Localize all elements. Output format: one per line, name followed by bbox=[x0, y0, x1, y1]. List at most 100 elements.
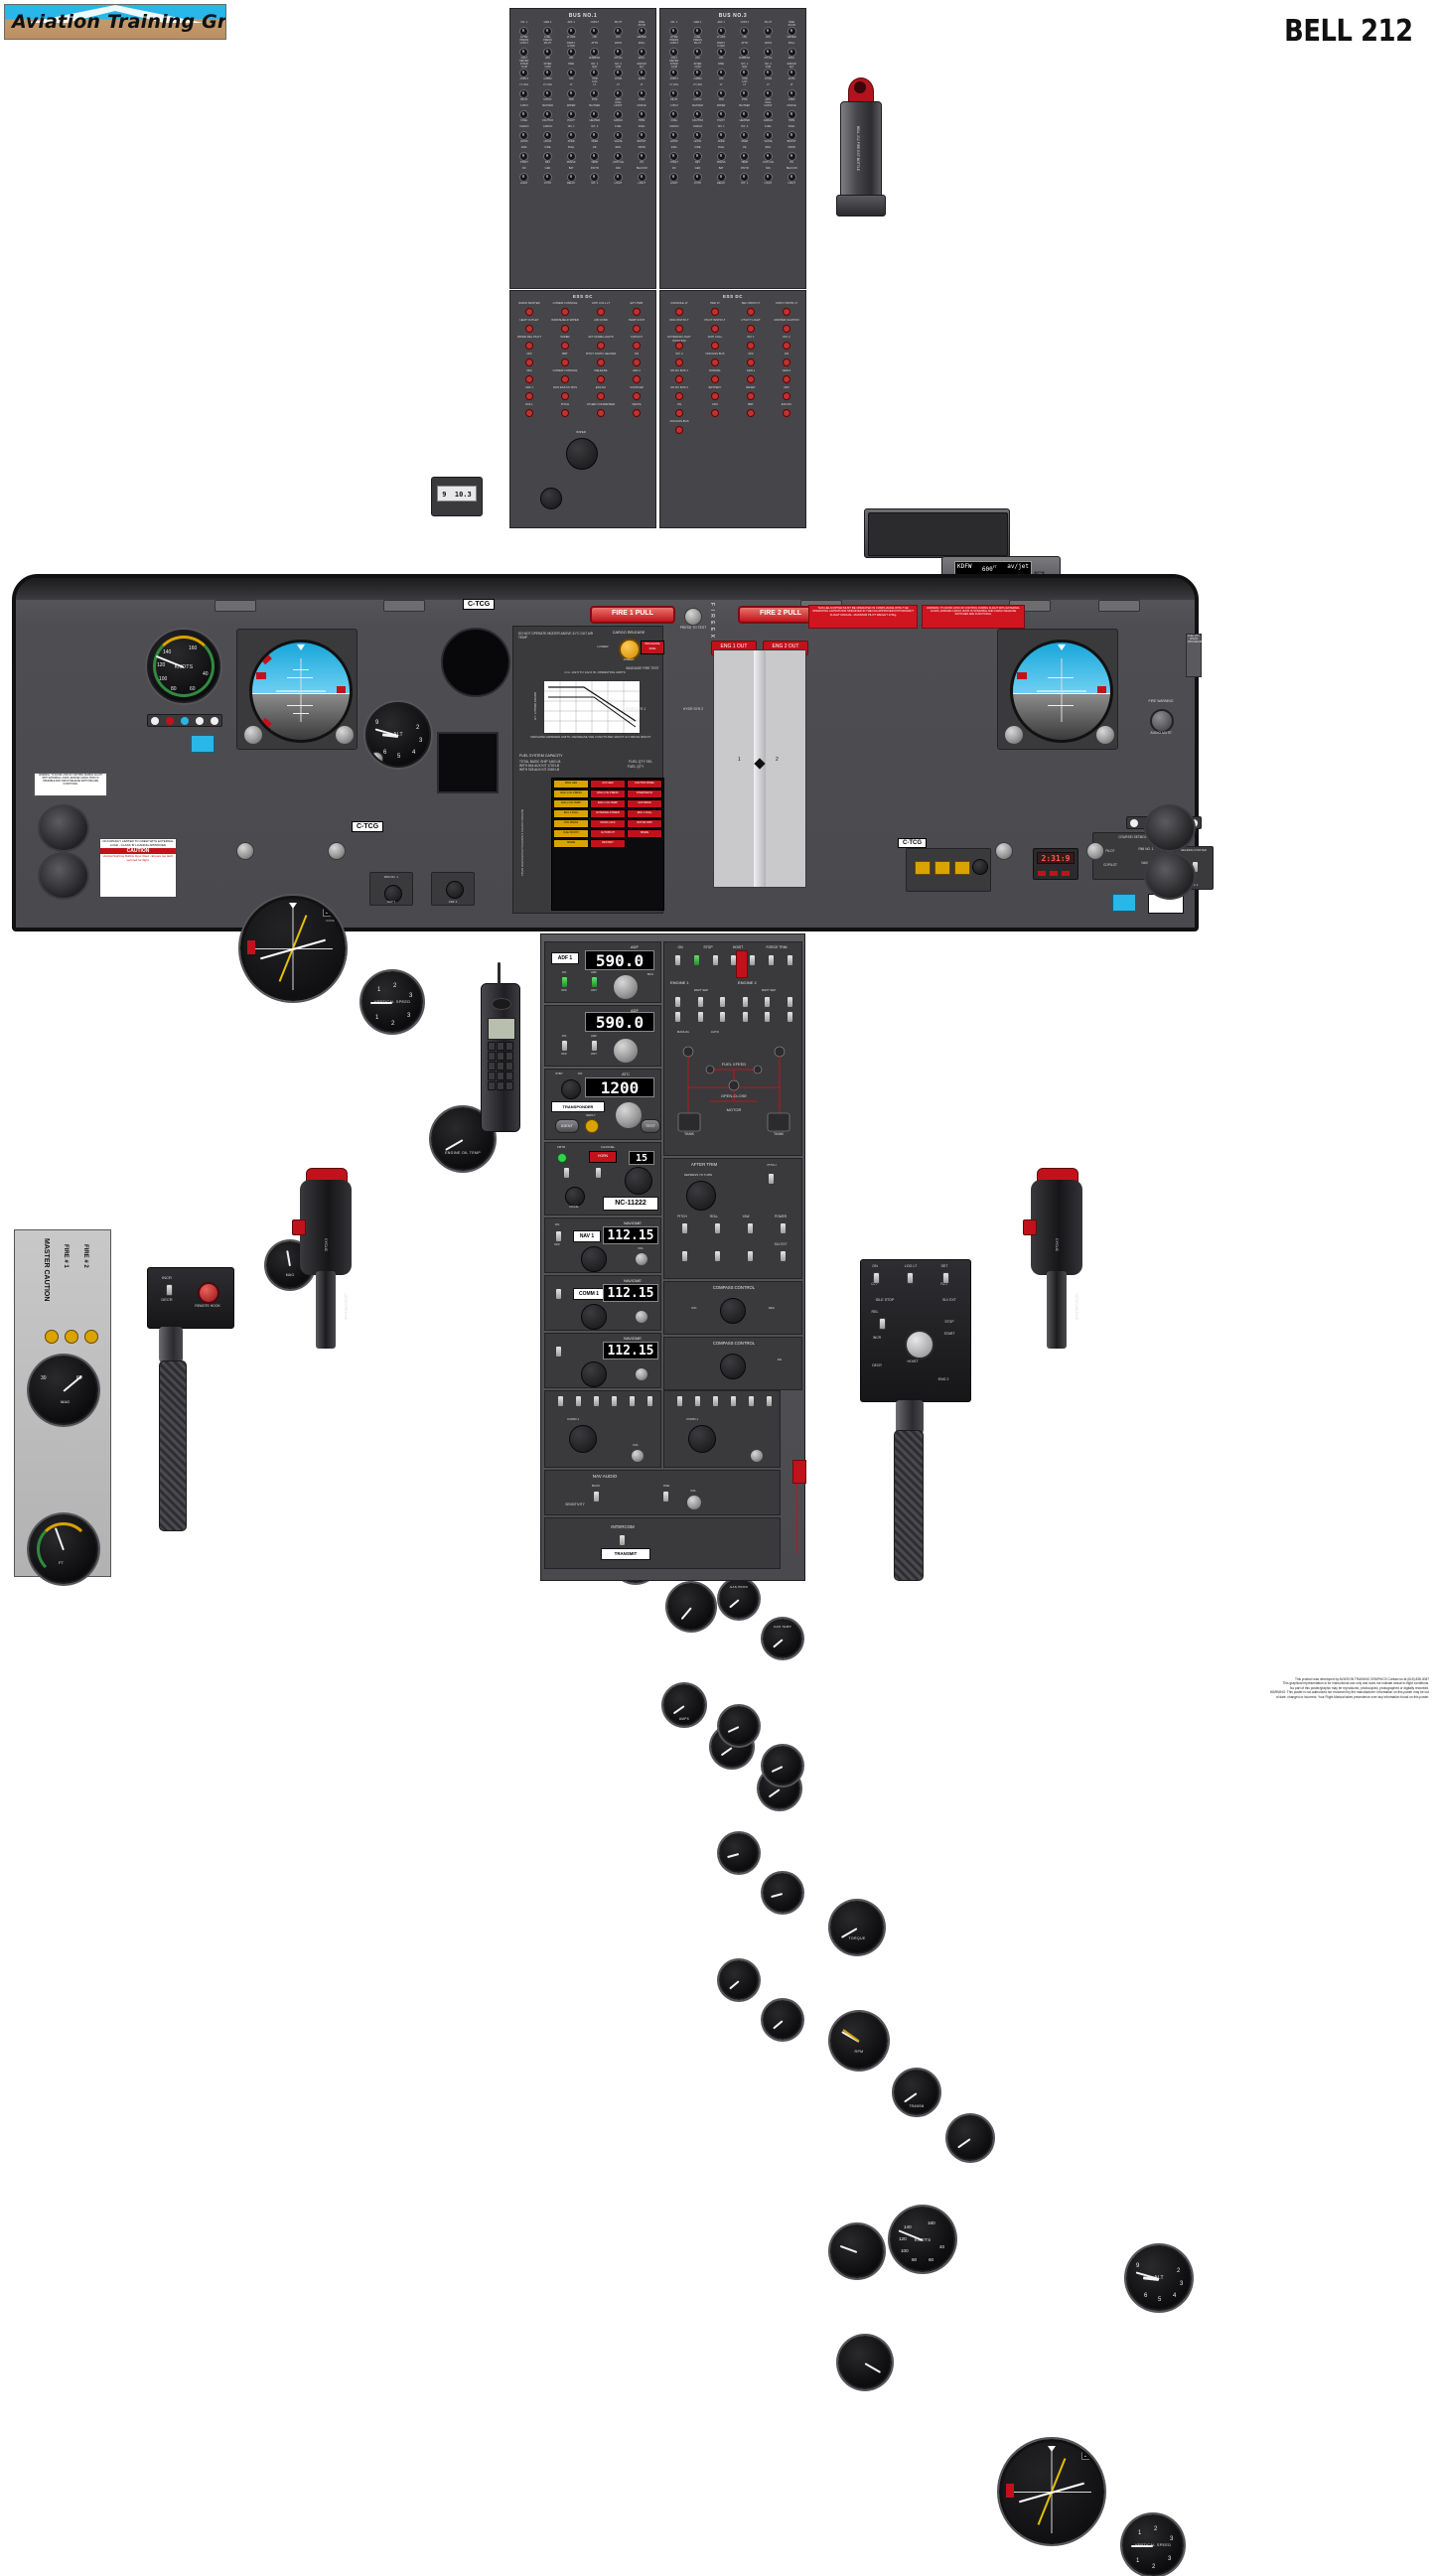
annunciator-red[interactable] bbox=[166, 716, 175, 725]
cb-knob[interactable] bbox=[669, 131, 679, 140]
atc-reply-light[interactable] bbox=[585, 1119, 599, 1133]
overhead-switch-dot[interactable] bbox=[633, 409, 641, 417]
overhead-switch-dot[interactable] bbox=[525, 308, 533, 316]
overhead-switch-dot[interactable] bbox=[747, 375, 755, 383]
overhead-control[interactable]: GEN 2 bbox=[770, 368, 803, 383]
aft-dome-light-knob[interactable] bbox=[540, 488, 562, 509]
cb-knob[interactable] bbox=[763, 48, 773, 57]
adf-1-power-switch[interactable] bbox=[561, 976, 568, 988]
cb-knob[interactable] bbox=[763, 131, 773, 140]
cb-knob[interactable] bbox=[763, 27, 773, 36]
cb-knob[interactable] bbox=[787, 69, 796, 77]
engine-toggle-switch[interactable] bbox=[719, 996, 727, 1008]
overhead-control[interactable]: ON bbox=[662, 402, 696, 417]
compass-2-knob[interactable] bbox=[720, 1354, 746, 1379]
gps-navigator[interactable] bbox=[864, 508, 1010, 558]
overhead-switch-dot[interactable] bbox=[633, 358, 641, 366]
cb-knob[interactable] bbox=[763, 173, 773, 182]
cb-knob[interactable] bbox=[590, 131, 600, 140]
overhead-control[interactable]: BRT bbox=[548, 352, 582, 366]
engine-toggle-switch[interactable] bbox=[741, 1011, 749, 1023]
cb-knob[interactable] bbox=[637, 131, 646, 140]
cb-knob[interactable] bbox=[716, 48, 726, 57]
compass-1-knob[interactable] bbox=[720, 1298, 746, 1324]
overhead-control[interactable]: WIPER REL PILOT bbox=[512, 335, 546, 350]
cb-knob[interactable] bbox=[566, 89, 576, 98]
subpanel-amber-1[interactable] bbox=[915, 861, 931, 875]
overhead-control[interactable]: ADF 1 bbox=[512, 385, 546, 400]
cb-knob[interactable] bbox=[787, 173, 796, 182]
audio-panel-right[interactable]: COMM 1 bbox=[663, 1390, 781, 1468]
phone-key[interactable] bbox=[497, 1081, 504, 1090]
overhead-control[interactable]: DNG INSTR LT bbox=[662, 318, 696, 333]
cyclic-left-grip[interactable] bbox=[300, 1180, 352, 1275]
toggle-switch[interactable] bbox=[711, 954, 719, 966]
cb-knob[interactable] bbox=[613, 48, 623, 57]
overhead-control[interactable]: LOWER CONSOLE bbox=[548, 301, 582, 316]
toggle-switch[interactable] bbox=[646, 1395, 653, 1407]
pitch-sas-switch[interactable] bbox=[768, 1173, 775, 1185]
overhead-control[interactable]: WIPER bbox=[548, 335, 582, 350]
toggle-switch[interactable] bbox=[693, 1395, 701, 1407]
toggle-switch[interactable] bbox=[747, 1395, 755, 1407]
overhead-switch-dot[interactable] bbox=[783, 308, 790, 316]
cb-knob[interactable] bbox=[637, 48, 646, 57]
cb-knob[interactable] bbox=[519, 89, 529, 98]
cb-knob[interactable] bbox=[740, 48, 750, 57]
tacan-squelch-swit[interactable] bbox=[563, 1167, 570, 1179]
toggle-switch[interactable] bbox=[714, 1250, 721, 1262]
cb-knob[interactable] bbox=[590, 69, 600, 77]
overhead-switch-dot[interactable] bbox=[711, 375, 719, 383]
cb-knob[interactable] bbox=[566, 110, 576, 119]
toggle-switch[interactable] bbox=[729, 1395, 737, 1407]
atc-mode-knob[interactable] bbox=[561, 1079, 581, 1099]
overhead-switch-dot[interactable] bbox=[561, 409, 569, 417]
cb-knob[interactable] bbox=[637, 89, 646, 98]
cyclic-left[interactable]: CYCLIC CARGO RELEASE bbox=[282, 1168, 371, 1355]
right-box-switch-2[interactable] bbox=[907, 1272, 914, 1284]
cb-knob[interactable] bbox=[692, 110, 702, 119]
annunciator-caption[interactable]: ROTOR RPM bbox=[627, 819, 662, 828]
master-caution-light[interactable] bbox=[45, 1330, 59, 1344]
cb-knob[interactable] bbox=[613, 152, 623, 161]
comm-2-radio[interactable]: NAV/DME 112.15 bbox=[544, 1333, 661, 1388]
atc-ident-button[interactable]: IDENT bbox=[555, 1119, 579, 1133]
annunciator-white[interactable] bbox=[195, 716, 204, 725]
cb-knob[interactable] bbox=[692, 131, 702, 140]
baggage-fire-light[interactable]: BAGGAGE FIRE bbox=[641, 641, 664, 654]
overhead-switch-dot[interactable] bbox=[711, 308, 719, 316]
overhead-control[interactable]: OFF bbox=[512, 368, 546, 383]
adf2-knob-left[interactable] bbox=[446, 881, 464, 899]
cb-knob[interactable] bbox=[519, 173, 529, 182]
cb-knob[interactable] bbox=[669, 27, 679, 36]
cb-knob[interactable] bbox=[542, 173, 552, 182]
toggle-switch[interactable] bbox=[692, 954, 700, 966]
comm-1-radio[interactable]: NAV/DME COMM 1 112.15 bbox=[544, 1275, 661, 1331]
overhead-control[interactable]: NON ESS BUS bbox=[662, 419, 696, 434]
cb-knob[interactable] bbox=[669, 69, 679, 77]
toggle-switch[interactable] bbox=[574, 1395, 582, 1407]
hsi-heading-knob-right[interactable] bbox=[995, 842, 1013, 860]
overhead-switch-dot[interactable] bbox=[597, 392, 605, 400]
cb-knob[interactable] bbox=[542, 89, 552, 98]
cb-knob[interactable] bbox=[637, 69, 646, 77]
adf-2-mode-switch[interactable] bbox=[591, 1040, 598, 1052]
cb-knob[interactable] bbox=[787, 110, 796, 119]
annunciator-white-r[interactable] bbox=[1130, 818, 1139, 827]
hoist-release-button[interactable] bbox=[198, 1282, 219, 1304]
cb-knob[interactable] bbox=[519, 69, 529, 77]
